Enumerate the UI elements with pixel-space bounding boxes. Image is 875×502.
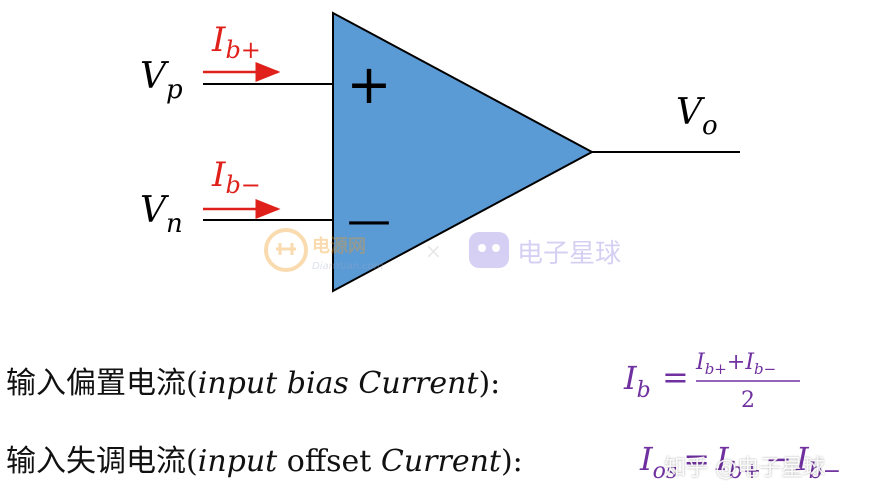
offset-label-en-b: offset [277, 444, 381, 479]
input-p-label: Vp [140, 56, 183, 105]
bias-label-cn: 输入偏置电流( [6, 366, 198, 401]
bias-label-plus: Ib+ [211, 20, 261, 64]
offset-label-cn: 输入失调电流( [6, 444, 198, 479]
svg-text:Ib: Ib [623, 359, 651, 403]
input-n-label: Vn [140, 190, 183, 239]
opamp-triangle [332, 11, 595, 293]
bias-label-minus: Ib− [211, 155, 261, 199]
svg-text:Ios=Ib+−Ib−: Ios=Ib+−Ib− [639, 440, 841, 484]
offset-label-en-c: Current [380, 444, 501, 479]
bias-current-definition: 输入偏置电流(input bias Current): [6, 358, 500, 402]
bias-current-formula: Ib = Ib++Ib− 2 [623, 350, 800, 413]
output-label: Vo [676, 92, 718, 141]
dianyuan-en-text: DianYuan.com [312, 261, 384, 272]
svg-text:=: = [662, 358, 689, 396]
offset-current-definition: 输入失调电流(input offset Current): [6, 436, 523, 480]
offset-current-formula: Ios=Ib+−Ib− [639, 440, 841, 484]
offset-label-end: ): [500, 444, 523, 479]
svg-text:Ib++Ib−: Ib++Ib− [695, 350, 776, 378]
offset-label-en-a: input [197, 444, 278, 479]
dianyuan-cn-text: 电源网 [312, 235, 366, 257]
xingqiu-watermark: 电子星球 [469, 232, 621, 269]
minus-sign: — [347, 195, 391, 246]
plus-sign: + [346, 53, 391, 116]
watermark-separator: × [425, 239, 442, 263]
dianyuan-watermark: 电源网 DianYuan.com × [264, 228, 442, 272]
bias-label-end: ): [478, 366, 501, 401]
bias-label-en: input bias Current [197, 366, 479, 401]
robot-logo-icon [469, 232, 509, 268]
zhihu-watermark: 知乎 @电子星球 [664, 456, 825, 481]
dianyuan-logo-icon [264, 228, 308, 272]
svg-text:2: 2 [741, 388, 755, 413]
xingqiu-text: 电子星球 [517, 239, 621, 269]
